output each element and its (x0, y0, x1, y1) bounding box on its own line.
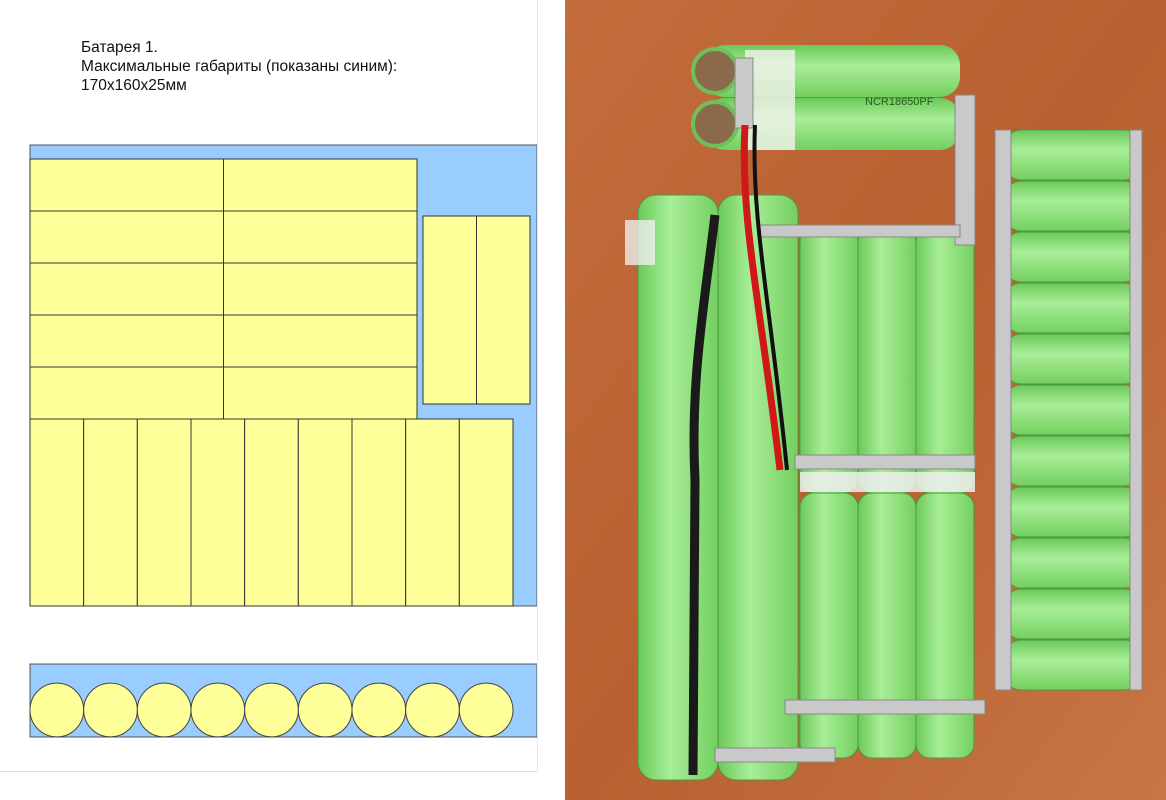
cell-end-circle (297, 682, 353, 738)
cell-vertical (190, 418, 246, 607)
cell-vertical (422, 215, 477, 405)
cell-horizontal (1004, 435, 1141, 487)
cell-end-circle (190, 682, 246, 738)
cell-horizontal (1004, 333, 1141, 385)
cell-horizontal (1004, 588, 1141, 640)
cell-vertical (799, 227, 859, 494)
cell-end (691, 100, 739, 148)
cell-vertical (458, 418, 514, 607)
caption-description: Максимальные габариты (показаны синим): (81, 58, 398, 75)
cell-horizontal (29, 366, 224, 420)
nickel-strips (714, 57, 1143, 763)
cell-horizontal (1004, 537, 1141, 589)
cell-horizontal (1004, 180, 1141, 232)
cell-vertical (857, 492, 917, 759)
cell-horizontal (223, 262, 418, 316)
cell-horizontal (223, 366, 418, 420)
cell-end-circle (136, 682, 192, 738)
cell-vertical (405, 418, 460, 607)
black-wire (688, 214, 720, 776)
caption-dimensions: 170x160x25мм (81, 77, 187, 94)
caption-title: Батарея 1. (81, 39, 158, 56)
cell-horizontal (1004, 384, 1141, 436)
top-view (29, 144, 537, 607)
diagram-sheet: Батарея 1. Максимальные габариты (показа… (0, 0, 538, 772)
cell-vertical (915, 227, 975, 494)
cell-end-circle (29, 682, 85, 738)
cell-horizontal (1004, 129, 1141, 181)
cell-vertical (915, 492, 975, 759)
cell-horizontal (29, 158, 224, 212)
side-view (29, 663, 537, 738)
battery-cells (625, 45, 1141, 781)
cell-horizontal (29, 262, 224, 316)
red-wire (740, 124, 784, 471)
cell-vertical (476, 215, 531, 405)
cell-vertical (857, 227, 917, 494)
cell-vertical (244, 418, 299, 607)
cell-vertical (136, 418, 192, 607)
cell-end-circle (83, 682, 138, 738)
cell-horizontal (223, 314, 418, 368)
cell-marking: NCR18650PF (865, 96, 934, 108)
cell-horizontal (1004, 282, 1141, 334)
cell-vertical (717, 194, 799, 781)
black-lead (752, 124, 789, 471)
cell-end-circle (458, 682, 514, 738)
cell-horizontal (29, 210, 224, 264)
cell-vertical (29, 418, 85, 607)
caption: Батарея 1. Максимальные габариты (показа… (81, 38, 397, 95)
battery-pack-photo: NCR18650PF (565, 0, 1166, 800)
cell-vertical (799, 492, 859, 759)
cell-horizontal (29, 314, 224, 368)
cell-horizontal (1004, 639, 1141, 691)
cell-end-circle (244, 682, 299, 738)
tape (625, 220, 655, 265)
cell-end-circle (405, 682, 460, 738)
cell-horizontal (223, 210, 418, 264)
cell-horizontal (223, 158, 418, 212)
cell-vertical (83, 418, 138, 607)
cell-vertical (297, 418, 353, 607)
cell-horizontal (1004, 486, 1141, 538)
cell-end-circle (351, 682, 407, 738)
cell-end (691, 47, 739, 95)
tape (800, 472, 975, 492)
battery-layout-diagram (29, 144, 537, 738)
cell-vertical (351, 418, 407, 607)
cell-horizontal (1004, 231, 1141, 283)
